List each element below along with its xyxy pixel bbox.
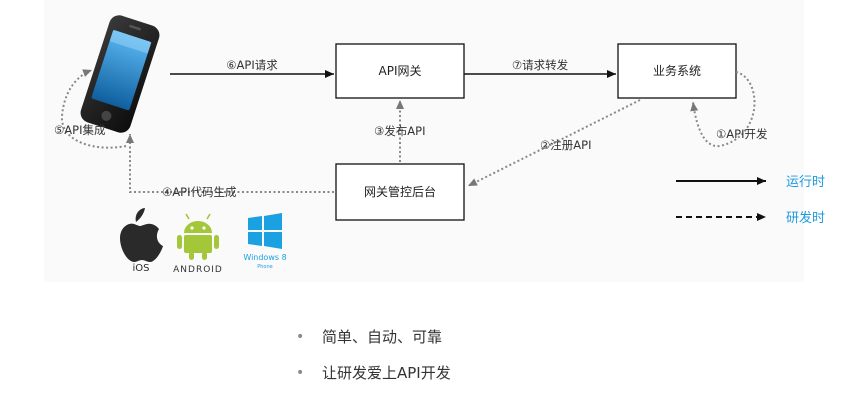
gateway-label: API网关 [379,64,422,78]
legend-devtime-label: 研发时 [786,210,825,226]
business-box: 业务系统 [617,43,737,99]
phone-icon [80,15,160,133]
platform-label-android: ANDROID [173,265,223,275]
edge-label-publish: ③发布API [374,124,426,138]
platform-label-windows: Windows 8 [243,253,286,262]
bullet-text: 让研发爱上API开发 [322,364,451,382]
edge-label-api-dev: ①API开发 [716,127,768,141]
bullet-item: • 简单、自动、可靠 [296,322,451,358]
bullet-dot: • [296,365,305,381]
edge-register [467,99,641,187]
bullet-item: • 让研发爱上API开发 [296,358,451,394]
edge-label-api-request: ⑥API请求 [226,58,278,72]
console-box: 网关管控后台 [335,163,465,221]
gateway-box: API网关 [335,43,465,99]
bullet-list: • 简单、自动、可靠 • 让研发爱上API开发 [296,322,451,394]
edge-integrate [60,69,127,149]
bullet-text: 简单、自动、可靠 [322,328,443,346]
edge-codegen [126,134,334,193]
android-icon [177,213,219,260]
platform-label-ios: iOS [133,263,150,274]
business-label: 业务系统 [653,63,701,78]
legend: 运行时 研发时 [676,175,825,226]
console-label: 网关管控后台 [364,184,436,199]
edge-label-forward: ⑦请求转发 [512,58,569,72]
windows-icon [248,213,282,249]
edge-label-codegen: ④API代码生成 [162,185,237,199]
edge-label-register: ②注册API [540,138,592,152]
apple-icon [120,208,163,262]
platform-label-windows-sub: Phone [257,264,273,270]
edge-label-integrate: ⑤API集成 [54,123,106,137]
legend-runtime-label: 运行时 [786,175,825,190]
bullet-dot: • [296,329,305,345]
edge-api-dev [690,71,756,148]
